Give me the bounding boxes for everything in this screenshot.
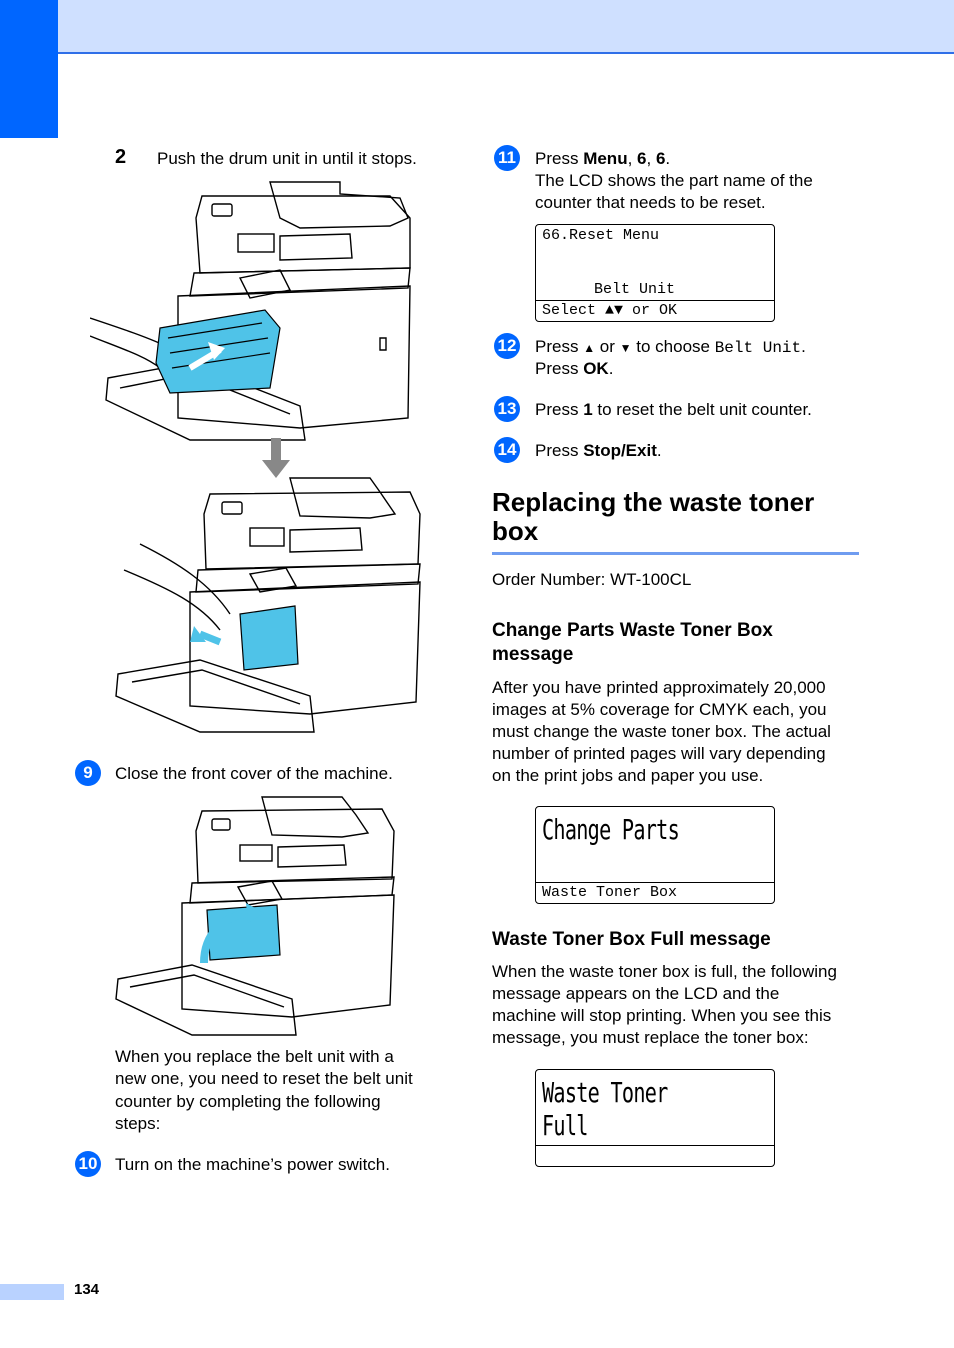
down-arrow-icon: [262, 438, 290, 478]
step-9-text: Close the front cover of the machine.: [115, 764, 393, 783]
step-10-text: Turn on the machine’s power switch.: [115, 1155, 390, 1174]
step-12-line-2: Press OK.: [535, 359, 614, 378]
note-line-1: When you replace the belt unit with a: [115, 1047, 394, 1066]
step-12-badge: 12: [494, 333, 520, 359]
menu-key: Menu: [583, 149, 628, 168]
step-11-line-2: The LCD shows the part name of the: [535, 171, 813, 190]
up-arrow-icon: ▲: [583, 341, 596, 355]
lcd-small-text: Waste Toner Box: [542, 884, 678, 901]
note-line-4: steps:: [115, 1114, 161, 1133]
para2-line-3: machine will stop printing. When you see…: [492, 1006, 832, 1025]
step-11-badge: 11: [494, 145, 520, 171]
page-number-bar: [0, 1284, 64, 1300]
para2-line-2: message appears on the LCD and the: [492, 984, 780, 1003]
lcd-line-1: 66.Reset Menu: [542, 227, 660, 244]
subheading-full-message: Waste Toner Box Full message: [492, 929, 771, 950]
lcd-reset-menu: 66.Reset Menu Belt Unit Select ▲▼ or OK: [535, 224, 775, 322]
drum-insert-illustration: [90, 181, 411, 441]
para1-line-3: must change the waste toner box. The act…: [492, 722, 831, 741]
para2-line-4: message, you must replace the toner box:: [492, 1028, 809, 1047]
lcd-line-3: Select ▲▼ or OK: [542, 302, 678, 319]
step-12-line-1: Press ▲ or ▼ to choose Belt Unit.: [535, 337, 806, 357]
step-9-badge: 9: [75, 760, 101, 786]
note-line-2: new one, you need to reset the belt unit: [115, 1069, 413, 1088]
step-14-badge: 14: [494, 437, 520, 463]
note-line-3: counter by completing the following: [115, 1092, 381, 1111]
step-10-badge: 10: [75, 1151, 101, 1177]
order-number: Order Number: WT-100CL: [492, 570, 692, 589]
step-11-line-3: counter that needs to be reset.: [535, 193, 766, 212]
step-2-number: 2: [115, 146, 127, 168]
page-number: 134: [74, 1281, 100, 1298]
lcd-big-text: Change Parts: [542, 813, 680, 846]
down-arrow-key-icon: ▼: [619, 341, 632, 355]
chapter-tab: [0, 0, 58, 138]
heading-rule: [492, 552, 859, 555]
para1-line-4: number of printed pages will vary depend…: [492, 744, 826, 763]
para1-line-2: images at 5% coverage for CMYK each, you: [492, 700, 827, 719]
step-2-text: Push the drum unit in until it stops.: [157, 149, 417, 168]
para1-line-1: After you have printed approximately 20,…: [492, 678, 826, 697]
drum-push-illustration: [115, 477, 421, 733]
step-13-badge: 13: [494, 396, 520, 422]
step-14-text: Press Stop/Exit.: [535, 441, 662, 460]
step-13-text: Press 1 to reset the belt unit counter.: [535, 400, 812, 419]
lcd-waste-full: Waste Toner Full: [535, 1069, 775, 1167]
step-11-line-1: Press Menu, 6, 6.: [535, 149, 671, 168]
para1-line-5: on the print jobs and paper you use.: [492, 766, 764, 785]
close-cover-illustration: [115, 796, 395, 1036]
lcd-change-parts: Change Parts Waste Toner Box: [535, 806, 775, 904]
lcd-big-text: Waste Toner Full: [542, 1076, 668, 1142]
lcd-line-2: Belt Unit: [594, 281, 676, 298]
page-header-band: [0, 0, 954, 54]
para2-line-1: When the waste toner box is full, the fo…: [492, 962, 837, 981]
